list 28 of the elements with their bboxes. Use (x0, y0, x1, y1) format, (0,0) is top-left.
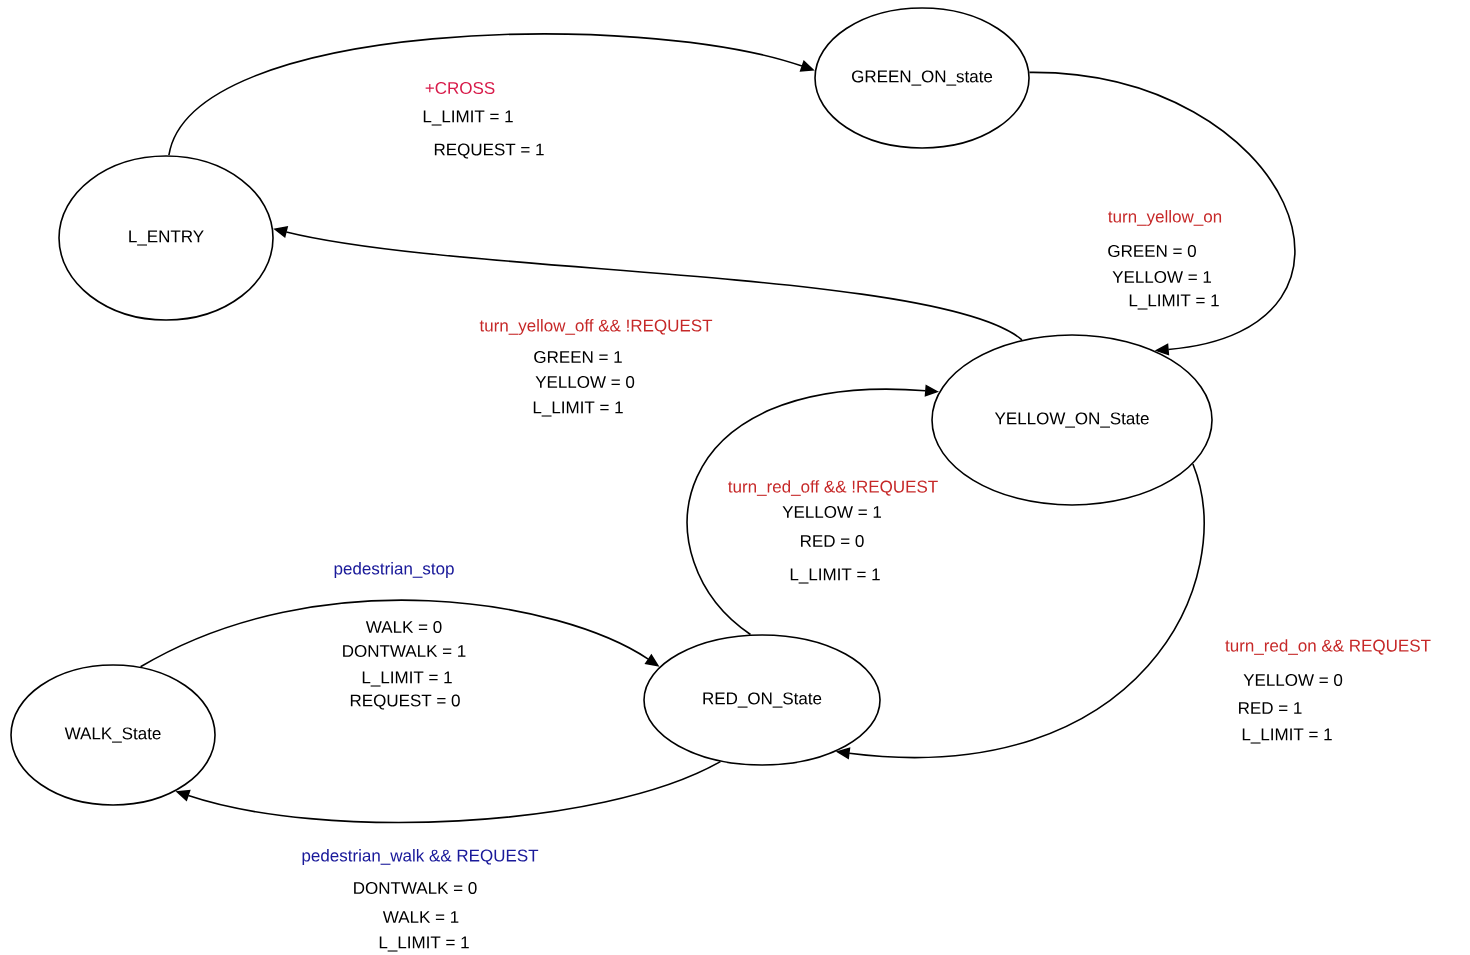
action-text: REQUEST = 1 (434, 143, 544, 159)
action-text: RED = 0 (801, 535, 864, 547)
action-text: L_LIMIT = 1 (1242, 728, 1332, 744)
action-text: L_LIMIT = 1 (362, 671, 452, 687)
transition-arrow (1028, 71, 1295, 356)
action-text: L_LIMIT = 1 (1129, 294, 1219, 310)
action-text: YELLOW = 1 (1112, 271, 1211, 283)
action-text: DONTWALK = 1 (343, 645, 466, 657)
edge-label: pedestrian_stop (331, 560, 457, 580)
edge-label: turn_yellow_on (1105, 208, 1225, 228)
action-text: L_LIMIT = 1 (533, 401, 623, 417)
edge-label: pedestrian_walk && REQUEST (299, 847, 541, 867)
action-text: L_LIMIT = 1 (790, 568, 880, 584)
action-text: RED = 1 (1239, 702, 1302, 714)
action-text: GREEN = 1 (534, 351, 622, 363)
edge-label: +CROSS (422, 80, 498, 97)
action-text: YELLOW = 1 (782, 506, 881, 518)
action-text: GREEN = 0 (1108, 245, 1196, 257)
edge-label: turn_yellow_off && !REQUEST (477, 317, 715, 337)
action-text: L_LIMIT = 1 (423, 110, 513, 126)
edge-label: turn_red_on && REQUEST (1223, 637, 1433, 657)
action-text: WALK = 0 (365, 621, 442, 633)
action-text: YELLOW = 0 (535, 376, 635, 388)
action-text: REQUEST = 0 (350, 694, 460, 710)
action-text: WALK = 1 (382, 911, 459, 923)
action-text: L_LIMIT = 1 (379, 936, 469, 952)
action-text: DONTWALK = 0 (354, 882, 477, 894)
action-text: YELLOW = 0 (1243, 674, 1343, 686)
